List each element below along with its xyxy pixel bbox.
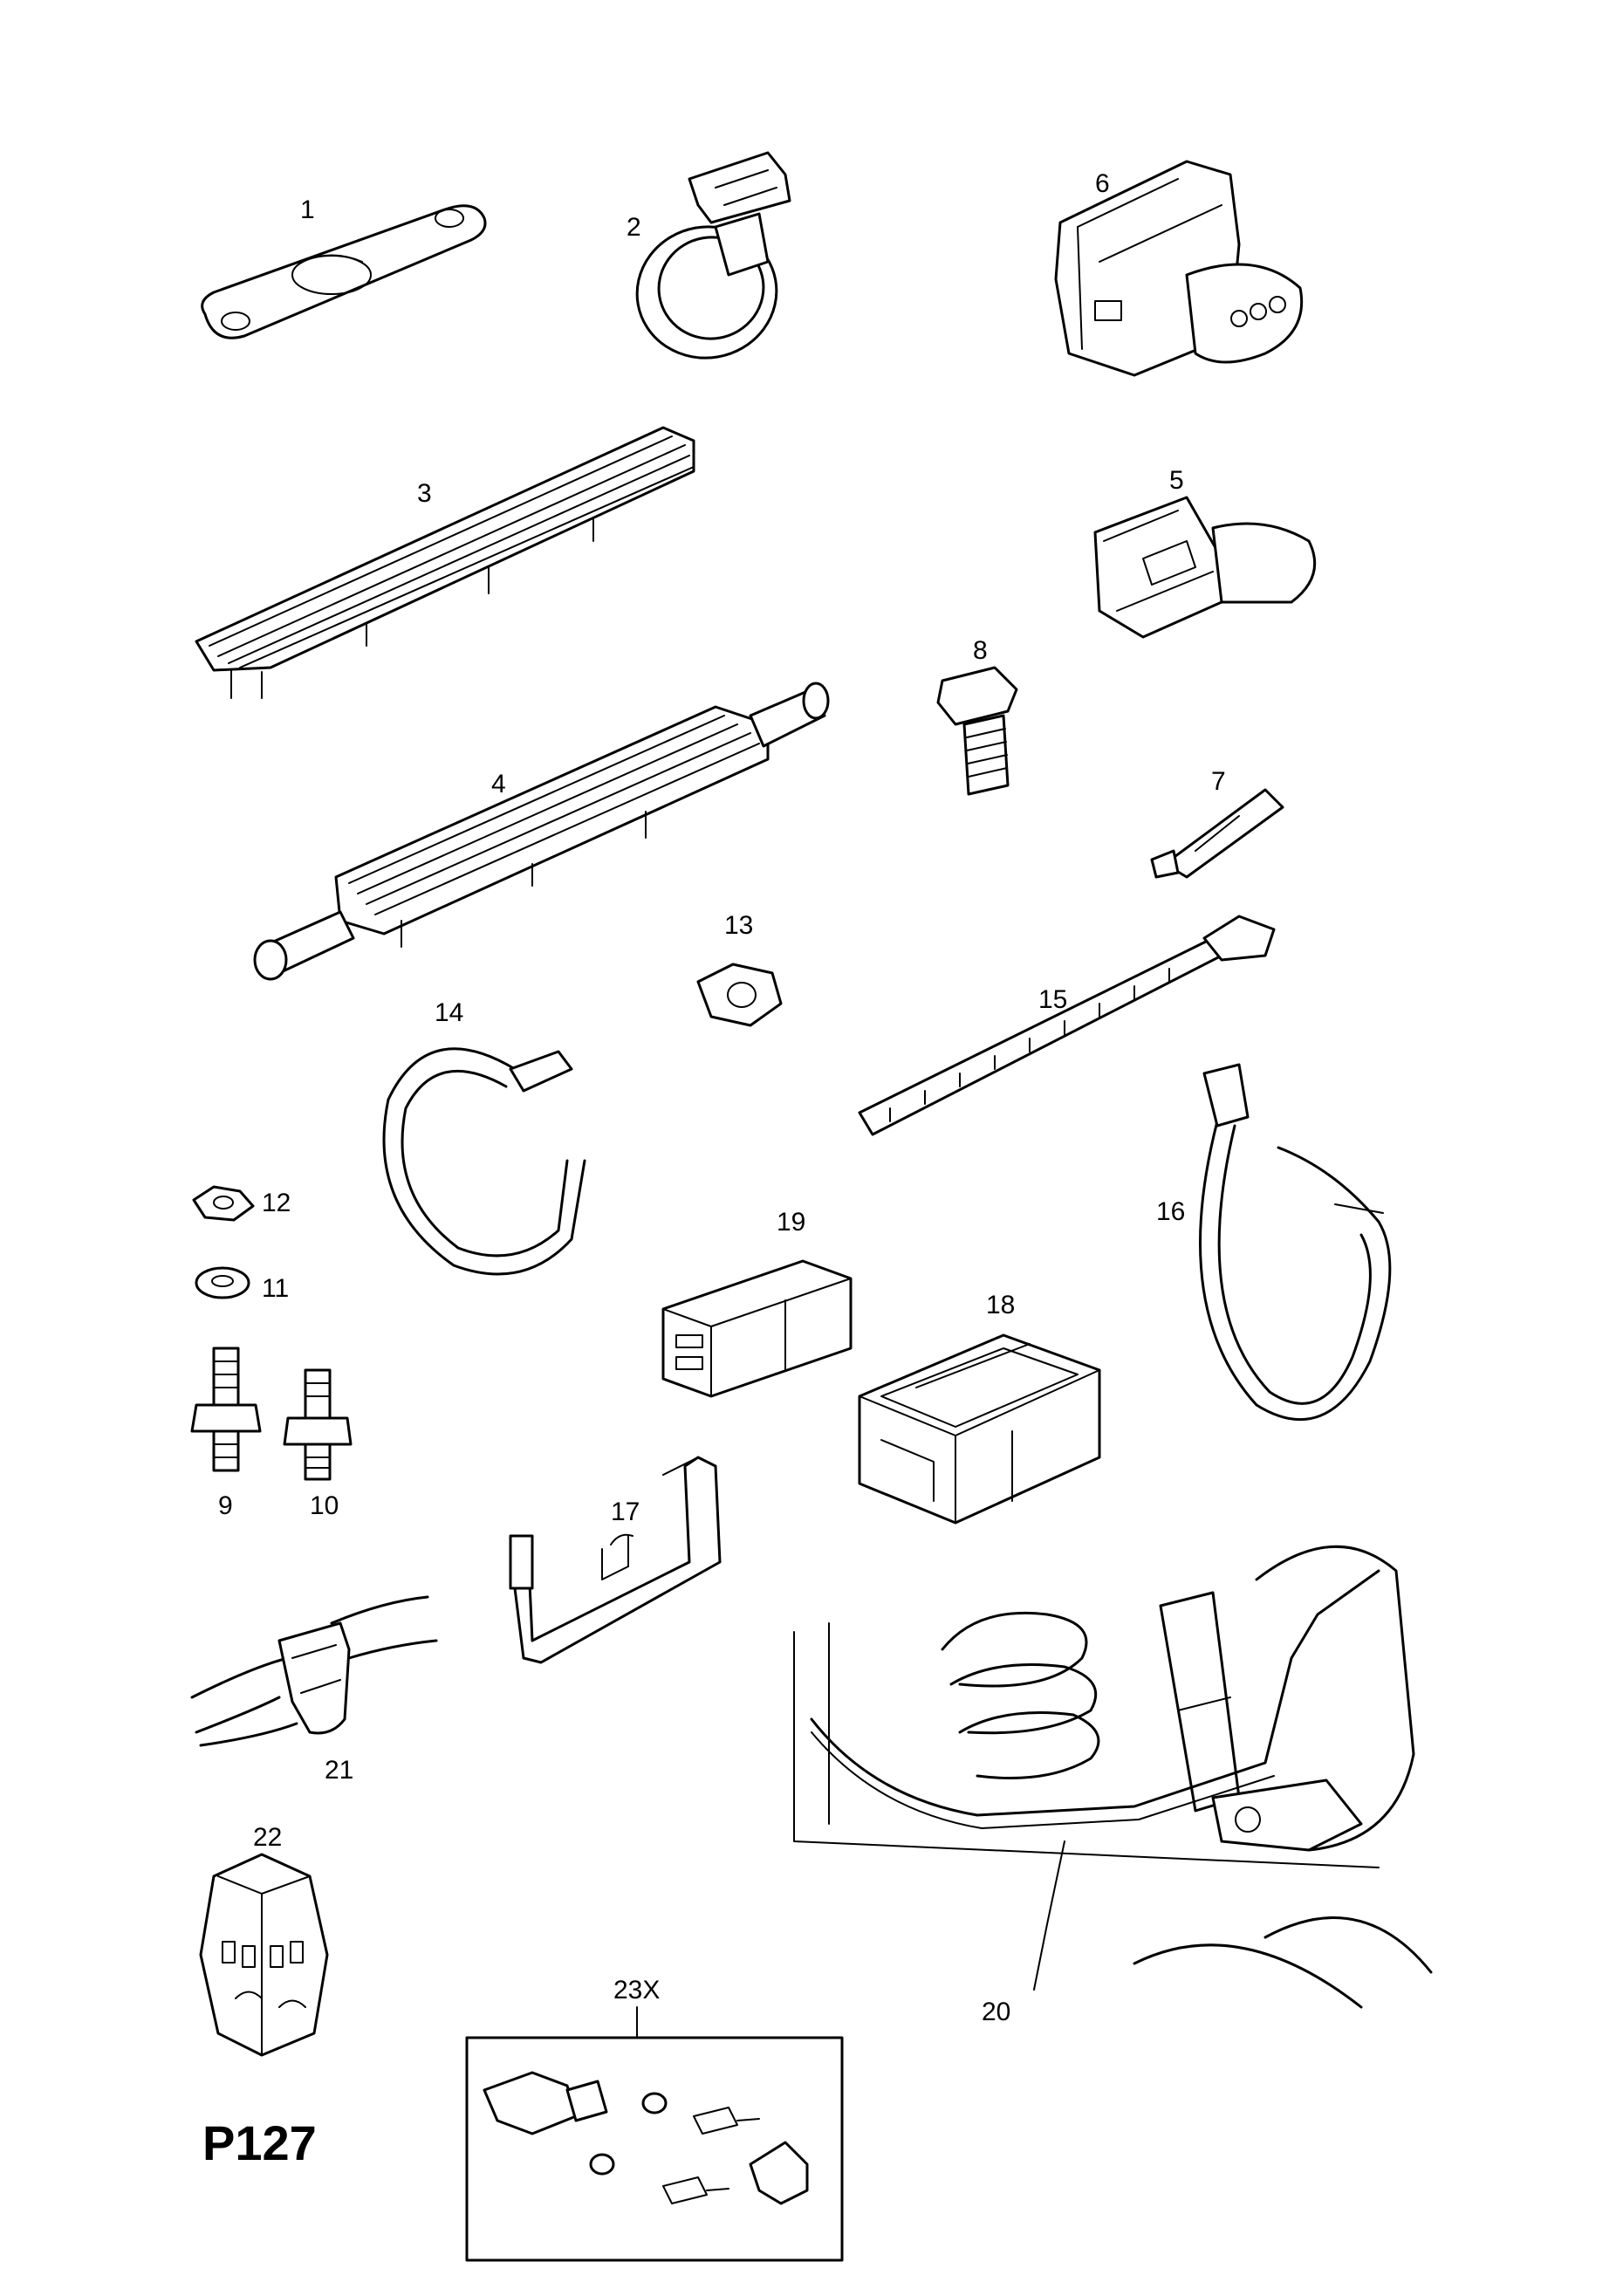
page-code: P127 [202, 2115, 317, 2170]
callout-13: 13 [724, 911, 753, 940]
part-23x-repair-kit [465, 2006, 844, 2262]
part-3-wiring-channel [195, 426, 695, 699]
callout-21: 21 [325, 1756, 353, 1785]
callout-9: 9 [218, 1491, 233, 1520]
part-9-stud [190, 1347, 262, 1472]
callout-18: 18 [986, 1291, 1015, 1319]
part-4-distribution-rail [253, 682, 830, 981]
part-7-terminal [1150, 788, 1284, 879]
part-1-plate [201, 204, 487, 339]
part-16-loop-tie [1199, 1063, 1392, 1422]
part-20-installation-view [793, 1545, 1433, 2009]
callout-8: 8 [973, 636, 988, 665]
part-8-bolt [936, 666, 1018, 796]
part-10-stud [283, 1368, 353, 1481]
part-22-clip [199, 1853, 329, 2057]
part-19-fuse-block [661, 1259, 853, 1398]
part-13-nut [696, 963, 783, 1027]
part-2-hose-clamp [635, 151, 791, 360]
callout-16: 16 [1156, 1197, 1185, 1226]
part-11-washer [195, 1266, 250, 1299]
part-15-cable-tie [858, 915, 1276, 1136]
part-6-connector-housing [1054, 160, 1304, 377]
callout-11: 11 [262, 1274, 289, 1303]
callout-2: 2 [627, 213, 641, 242]
callout-4: 4 [491, 770, 506, 798]
part-5-connector [1093, 496, 1317, 639]
callout-22: 22 [253, 1823, 282, 1852]
callout-5: 5 [1169, 466, 1184, 495]
part-14-band-clip [382, 1047, 586, 1276]
callout-19: 19 [777, 1208, 805, 1237]
part-12-nut [192, 1185, 255, 1222]
callout-1: 1 [300, 195, 315, 224]
part-18-relay-box [858, 1333, 1101, 1525]
callout-12: 12 [262, 1189, 291, 1217]
callout-17: 17 [611, 1498, 640, 1526]
callout-23x: 23X [613, 1976, 660, 2005]
part-17-bracket [509, 1456, 722, 1664]
callout-7: 7 [1211, 767, 1226, 796]
callout-3: 3 [417, 479, 432, 508]
callout-10: 10 [310, 1491, 339, 1520]
callout-20: 20 [982, 1998, 1010, 2026]
callout-6: 6 [1095, 169, 1110, 198]
callout-14: 14 [435, 998, 463, 1027]
callout-15: 15 [1038, 985, 1067, 1014]
part-21-pipe-clip [190, 1595, 438, 1747]
